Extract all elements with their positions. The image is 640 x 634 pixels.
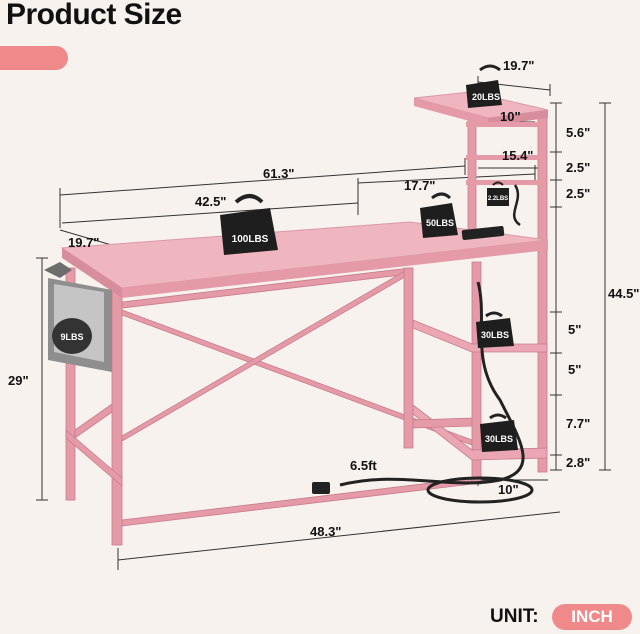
unit-value-badge: INCH <box>552 604 632 630</box>
dim-shelf-gap-c: 7.7" <box>566 416 590 431</box>
unit-label: UNIT: <box>490 606 539 627</box>
bottom-shelf-weight-label: 30LBS <box>485 434 513 444</box>
dim-gap-b: 2.5" <box>566 186 590 201</box>
weight-desk-side: 50LBS <box>420 192 458 238</box>
dim-desk-width: 42.5" <box>195 194 226 209</box>
dim-bottom-gap: 2.8" <box>566 455 590 470</box>
desktop-surface <box>60 221 549 298</box>
weight-hook: 2.2LBS <box>487 181 509 206</box>
desk-main-weight-label: 100LBS <box>232 234 269 245</box>
top-shelf-weight-label: 20LBS <box>472 92 500 102</box>
desk-frame <box>65 111 548 546</box>
title-accent-bar <box>0 46 68 70</box>
page-title: Product Size <box>6 0 182 31</box>
dim-total-width: 61.3" <box>263 166 294 181</box>
storage-bag: 9LBS <box>44 262 112 372</box>
dim-bottom-depth: 10" <box>498 482 519 497</box>
weight-top-shelf: 20LBS <box>466 64 502 108</box>
desk-side-weight-label: 50LBS <box>426 218 454 228</box>
bag-weight-label: 9LBS <box>60 332 83 342</box>
dim-inner-width: 15.4" <box>502 148 533 163</box>
dim-top-gap: 5.6" <box>566 125 590 140</box>
dim-total-height: 44.5" <box>608 286 639 301</box>
weight-shelf-mid: 30LBS <box>476 311 514 348</box>
dim-base-width: 48.3" <box>310 524 341 539</box>
hook-weight-label: 2.2LBS <box>488 196 508 202</box>
dim-gap-a: 2.5" <box>566 160 590 175</box>
dim-shelf-span: 17.7" <box>404 178 435 193</box>
dim-desk-depth: 19.7" <box>68 235 99 250</box>
weight-shelf-bottom: 30LBS <box>480 413 518 452</box>
dim-cord-length: 6.5ft <box>350 458 377 473</box>
dim-shelf-top-width: 19.7" <box>503 58 534 73</box>
dim-shelf-top-depth: 10" <box>500 109 521 124</box>
dim-desk-height: 29" <box>8 373 29 388</box>
mid-shelf-weight-label: 30LBS <box>481 330 509 340</box>
dim-shelf-gap-b: 5" <box>568 362 581 377</box>
dimension-lines <box>36 76 611 570</box>
dim-shelf-gap-a: 5" <box>568 322 581 337</box>
weight-desk-main: 100LBS <box>220 194 278 255</box>
